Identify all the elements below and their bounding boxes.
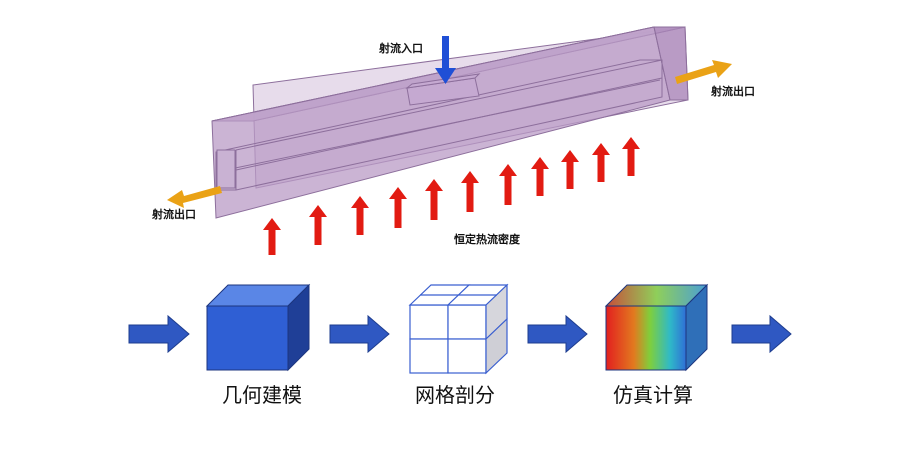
mesh-cube-icon (408, 283, 509, 375)
heat-flux-arrow-11 (622, 137, 640, 176)
inlet-slot (405, 73, 481, 106)
jet-outlet-left-label: 射流出口 (151, 207, 196, 221)
jet-outlet-right-label: 射流出口 (710, 84, 755, 98)
heat-flux-arrow-6 (461, 171, 479, 212)
heat-flux-arrow-7 (499, 164, 517, 205)
workflow-arrow-4 (731, 314, 792, 354)
heat-flux-arrow-10 (592, 143, 610, 182)
workflow-arrow-3 (527, 314, 588, 354)
heat-flux-arrows (263, 137, 640, 255)
heat-flux-arrow-2 (309, 205, 327, 245)
workflow: 几何建模 网格剖分 仿真计算 (128, 283, 792, 407)
heat-flux-arrow-9 (561, 150, 579, 189)
jet-outlet-left-arrow (167, 186, 222, 208)
channel-diagram: 射流入口 射流出口 射流出口 恒定热流密度 (151, 26, 755, 255)
jet-outlet-right-arrow (675, 60, 732, 84)
channel-box (211, 26, 689, 219)
solid-cube-icon (205, 283, 311, 372)
heat-flux-arrow-3 (351, 196, 369, 235)
step-label-mesh: 网格剖分 (415, 383, 495, 407)
gradient-cube-icon (604, 283, 709, 372)
step-label-geometry: 几何建模 (222, 383, 302, 407)
heat-flux-arrow-4 (389, 187, 407, 228)
heat-flux-arrow-8 (531, 157, 549, 196)
heat-flux-arrow-1 (263, 218, 281, 255)
heat-flux-arrow-5 (425, 179, 443, 220)
heat-flux-label: 恒定热流密度 (454, 232, 521, 246)
jet-inlet-arrow (435, 36, 456, 84)
step-label-simulation: 仿真计算 (613, 383, 693, 407)
workflow-arrow-1 (128, 314, 190, 354)
workflow-arrow-2 (329, 314, 390, 354)
left-outlet-opening (216, 149, 236, 189)
jet-inlet-label: 射流入口 (378, 41, 423, 55)
